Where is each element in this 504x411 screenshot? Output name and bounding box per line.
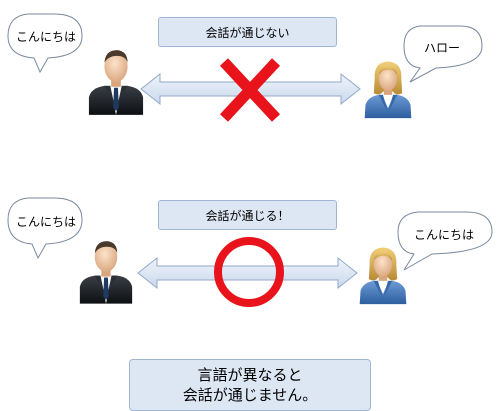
speech-text-right-1: ハロー (424, 41, 461, 55)
conclusion-line-1: 言語が異なると (197, 366, 303, 384)
conclusion-line-2: 会話が通じません。 (182, 386, 318, 404)
speech-text-left-2: こんにちは (16, 215, 77, 229)
woman-icon (364, 61, 412, 119)
woman-icon (359, 247, 407, 305)
speech-bubble-right-2 (397, 211, 493, 271)
cross-mark-icon (219, 58, 281, 122)
man-icon (79, 241, 133, 304)
caption-not-understood: 会話が通じない (158, 17, 337, 47)
speech-bubble-left-2 (7, 197, 83, 260)
speech-bubble-left-1 (7, 13, 83, 74)
man-icon (88, 50, 144, 115)
conclusion-note: 言語が異なると 会話が通じません。 (129, 359, 371, 411)
speech-text-left-1: こんにちは (16, 30, 77, 44)
caption-understood: 会話が通じる！ (158, 200, 337, 230)
double-arrow-2 (137, 256, 358, 290)
speech-bubble-right-1 (403, 25, 483, 83)
speech-text-right-2: こんにちは (414, 228, 475, 242)
circle-mark-icon (214, 237, 284, 307)
